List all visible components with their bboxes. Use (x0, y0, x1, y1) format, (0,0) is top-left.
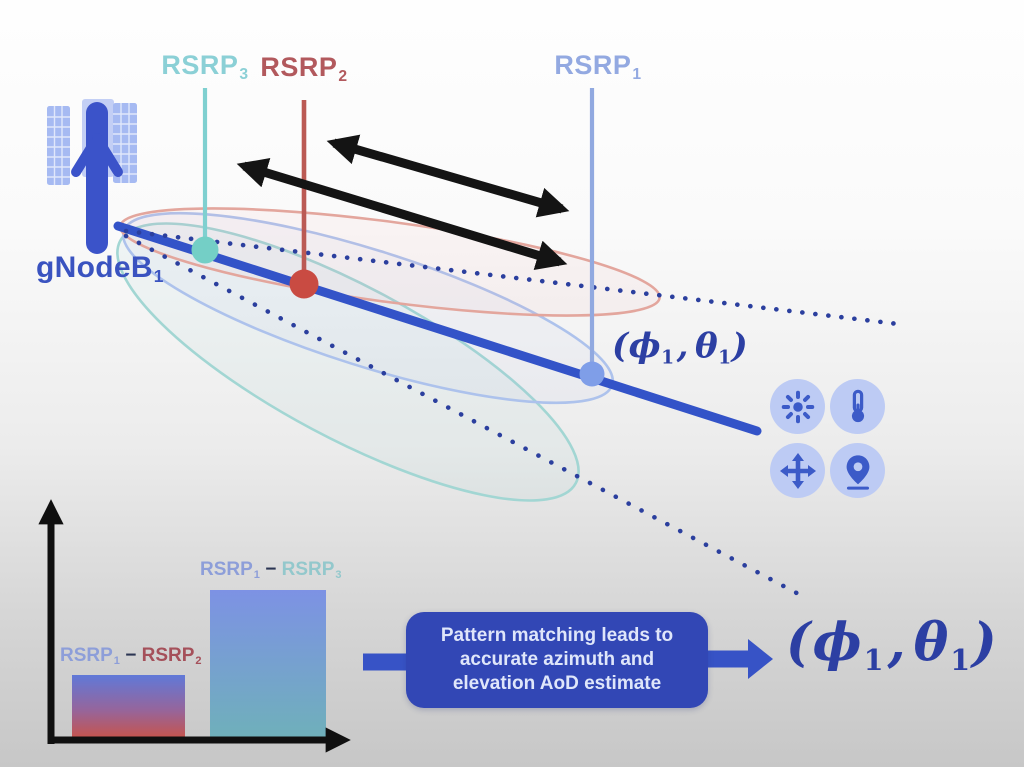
callout-line: accurate azimuth and (459, 648, 655, 670)
temperature-icon (830, 379, 885, 434)
rsrp3-label: RSRP3 (161, 50, 249, 83)
rsrp1-label: RSRP1 (554, 50, 642, 83)
bar-label-diff13: RSRP1 − RSRP3 (200, 559, 342, 582)
beam-axis-line (113, 221, 762, 436)
location-pin-icon (830, 443, 885, 498)
sensor-icon-grid (770, 379, 885, 498)
bar-label-diff12: RSRP1 − RSRP2 (60, 645, 202, 668)
gnodeb-icon (47, 99, 137, 254)
diff-arrow-rsrp3-rsrp1 (236, 158, 568, 270)
rsrp2-sample-dot (289, 269, 319, 299)
rsrp-difference-chart (38, 499, 351, 753)
rsrp2-label: RSRP2 (260, 52, 348, 85)
chart-bar-diff13 (210, 590, 326, 739)
movement-icon (770, 443, 825, 498)
aod-angle-label: (ϕ1,θ1) (612, 326, 749, 369)
rsrp1-sample-dot (579, 361, 605, 387)
flow-arrow-out-head (748, 639, 773, 679)
gnodeb-label: gNodeB1 (36, 251, 164, 287)
chart-bar-diff12 (72, 675, 185, 739)
rsrp3-sample-dot (191, 236, 219, 264)
dotted-cone-lower (123, 233, 809, 601)
callout-line: elevation AoD estimate (452, 673, 662, 695)
callout-line: Pattern matching leads to (440, 624, 674, 646)
brightness-icon (770, 379, 825, 434)
aod-estimate-result-label: (ϕ1,θ1) (786, 612, 999, 677)
pattern-matching-callout: Pattern matching leads to accurate azimu… (406, 612, 708, 708)
